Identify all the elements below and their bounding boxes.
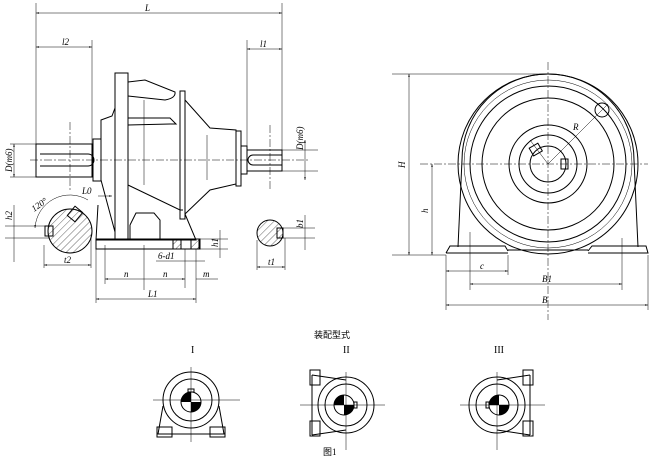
label-B1: B1 — [542, 274, 552, 284]
label-l1: l1 — [260, 39, 267, 49]
label-L: L — [144, 3, 150, 13]
shaft-section-left — [47, 208, 93, 254]
assembly-type-II — [300, 369, 385, 450]
label-H: H — [397, 161, 407, 169]
label-m: m — [203, 269, 210, 279]
label-L0: L0 — [81, 186, 92, 196]
label-n2: n — [163, 269, 168, 279]
label-L1: L1 — [147, 289, 158, 299]
label-l2: l2 — [62, 37, 70, 47]
shaft-section-right — [256, 219, 284, 247]
assembly-type-I — [153, 367, 240, 442]
figure-caption: 图1 — [323, 447, 337, 457]
label-h2: h2 — [4, 211, 14, 221]
base-plate — [95, 238, 201, 250]
input-shaft — [35, 143, 93, 178]
type-II-label: II — [343, 345, 350, 356]
type-I-label: I — [191, 345, 194, 356]
label-t2: t2 — [64, 255, 72, 265]
label-h1: h1 — [210, 238, 220, 247]
label-c: c — [480, 261, 484, 271]
assembly-title: 装配型式 — [314, 329, 350, 340]
label-n1: n — [124, 269, 129, 279]
label-t1: t1 — [268, 257, 275, 267]
output-shaft — [246, 149, 283, 172]
label-angle: 120° — [29, 195, 49, 213]
assembly-types: 装配型式 I II III 图1 — [153, 329, 545, 457]
flange-plate — [114, 72, 129, 240]
label-h: h — [420, 208, 430, 213]
side-view: L l2 l1 D(m6) D(m6) L0 120° h2 t2 — [4, 3, 318, 303]
front-view: R H h c B1 B — [392, 62, 649, 320]
label-6-d1: 6-d1 — [158, 251, 175, 261]
label-B: B — [542, 295, 548, 305]
label-b1: b1 — [295, 219, 305, 228]
type-III-label: III — [494, 345, 504, 356]
assembly-type-III — [460, 369, 545, 450]
label-D-left: D(m6) — [4, 149, 14, 174]
label-D-right: D(m6) — [295, 127, 305, 152]
label-R: R — [572, 122, 579, 132]
